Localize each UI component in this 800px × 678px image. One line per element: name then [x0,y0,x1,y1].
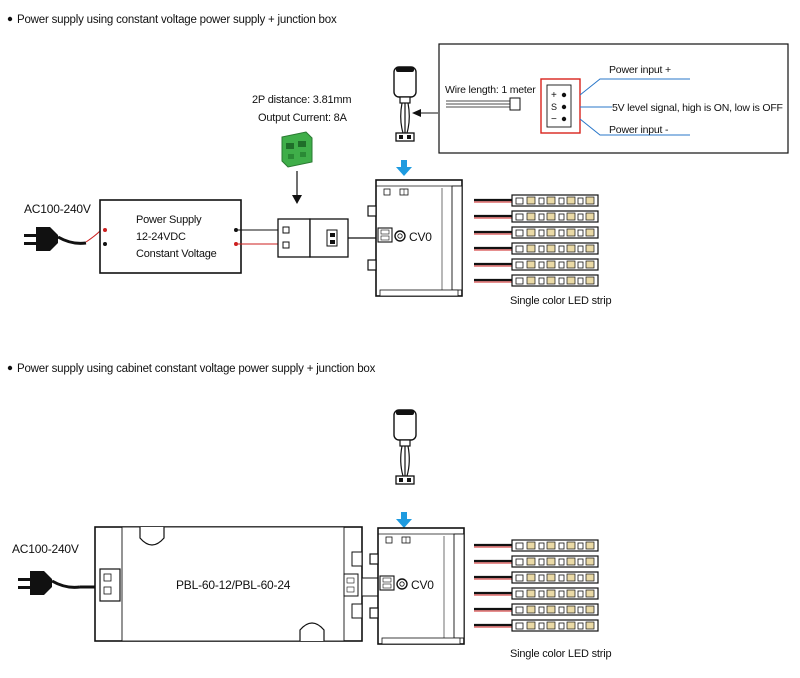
pin-label-plus: Power input + [609,64,671,76]
ac-label: AC100-240V [24,202,91,216]
wire-length-label: Wire length: 1 meter [445,84,536,96]
power-supply-box [99,199,242,274]
motion-sensor-icon [393,66,417,142]
sensor-callout: Wire length: 1 meter + S − Power input +… [412,43,789,154]
down-arrow-icon [396,160,412,176]
pin-plus: + [551,90,557,101]
motion-sensor-icon [393,409,417,485]
ac-plug-icon [22,225,88,253]
section-heading: Power supply using constant voltage powe… [17,14,337,26]
ac-plug-icon [16,569,82,597]
led-strip-icon [472,193,600,288]
pin-minus: − [551,114,557,125]
terminal-note-1: 2P distance: 3.81mm [252,94,351,106]
down-arrow-icon [396,512,412,528]
ac-wire [85,230,101,243]
psu-line-1: Power Supply [136,214,202,226]
bullet-icon [7,16,13,22]
box-label: CV0 [409,230,432,244]
section-1: Power supply using constant voltage powe… [7,14,612,307]
psu-line-2: 12-24VDC [136,231,186,243]
psu-line-3: Constant Voltage [136,248,217,260]
section-2: Power supply using cabinet constant volt… [7,363,612,660]
strip-caption: Single color LED strip [510,295,611,307]
terminal-block-icon [281,131,313,168]
pin-s: S [551,102,557,112]
box-label: CV0 [411,578,434,592]
cabinet-power-supply [94,526,379,642]
led-strip-icon [472,538,600,633]
pin-label-signal: 5V level signal, high is ON, low is OFF [612,102,783,114]
dc-connector [277,218,311,258]
bullet-icon [7,365,13,371]
terminal-note-2: Output Current: 8A [258,112,348,124]
ac-label: AC100-240V [12,542,79,556]
pin-label-minus: Power input - [609,124,669,136]
section-heading: Power supply using cabinet constant volt… [17,363,376,375]
strip-caption: Single color LED strip [510,648,611,660]
cabinet-label: PBL-60-12/PBL-60-24 [176,578,291,592]
